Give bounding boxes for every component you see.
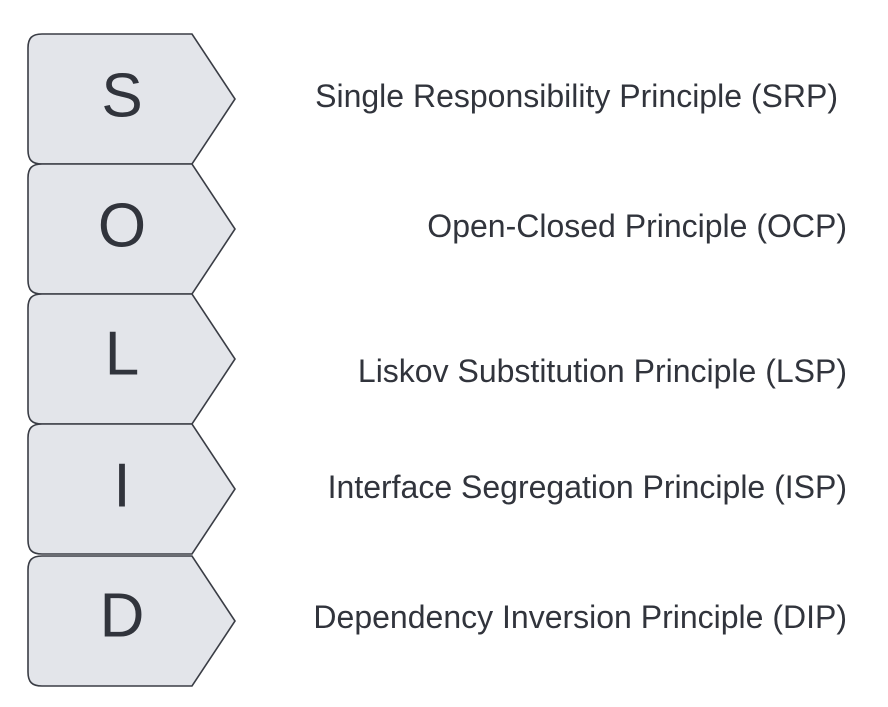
principle-l-label: Liskov Substitution Principle (LSP) bbox=[358, 353, 847, 389]
block-i-shape bbox=[27, 423, 236, 555]
block-i-letter: I bbox=[113, 452, 130, 521]
block-d-shape bbox=[27, 555, 236, 687]
block-l-letter: L bbox=[105, 320, 139, 389]
block-s: S bbox=[27, 33, 236, 165]
principle-o-label: Open-Closed Principle (OCP) bbox=[427, 208, 847, 244]
block-s-letter: S bbox=[101, 62, 142, 131]
principle-i-label: Interface Segregation Principle (ISP) bbox=[328, 469, 847, 505]
block-d: D bbox=[27, 555, 236, 687]
block-l: L bbox=[27, 293, 236, 425]
block-d-letter: D bbox=[100, 582, 145, 651]
block-o: O bbox=[27, 163, 236, 295]
principle-d-label: Dependency Inversion Principle (DIP) bbox=[313, 599, 847, 635]
block-i: I bbox=[27, 423, 236, 555]
principle-s-label: Single Responsibility Principle (SRP) bbox=[315, 78, 838, 114]
block-o-letter: O bbox=[98, 192, 146, 261]
